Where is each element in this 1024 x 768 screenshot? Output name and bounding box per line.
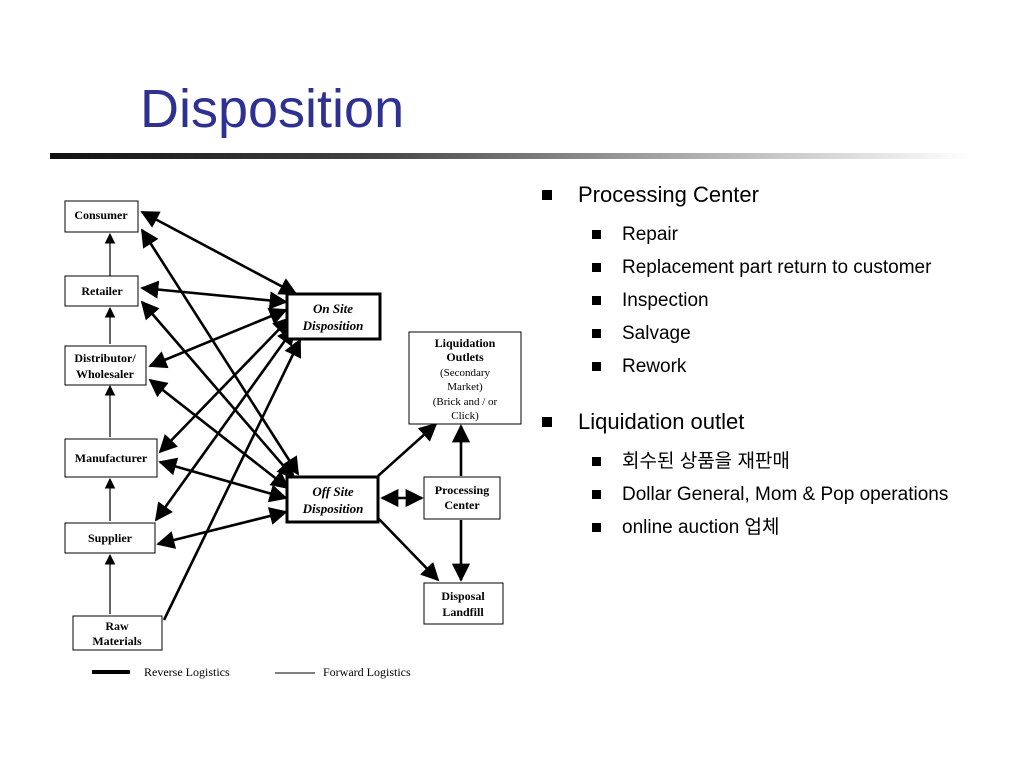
sub-bullet-label: 회수된 상품을 재판매 (622, 451, 790, 472)
node-processing-label-2: Center (444, 498, 480, 512)
node-liquidation-label-1: Liquidation (435, 336, 496, 350)
node-offsite-label-1: Off Site (312, 484, 354, 499)
node-off-site-disposition: Off Site Disposition (285, 475, 380, 524)
node-on-site-disposition: On Site Disposition (285, 292, 382, 341)
arrow-distributor-offsite (148, 378, 290, 490)
node-raw-label-1: Raw (105, 619, 129, 633)
sub-bullet: 회수된 상품을 재판매 (540, 445, 1024, 478)
node-liquidation-label-5: (Brick and / or (433, 396, 498, 408)
title-divider (50, 153, 970, 159)
sub-bullet-label: online auction 업체 (622, 517, 780, 538)
sub-bullet-label: Dollar General, Mom & Pop operations (622, 484, 949, 505)
arrow-offsite-disposal (377, 517, 440, 582)
arrow-distributor-onsite (148, 307, 288, 369)
node-disposal-label-2: Landfill (442, 605, 484, 619)
sub-bullet-label: Inspection (622, 290, 709, 311)
bullet-processing-center: Processing Center (540, 180, 1024, 210)
node-onsite-label-2: Disposition (302, 318, 364, 333)
node-disposal-label-1: Disposal (441, 589, 485, 603)
node-liquidation-label-6: Click) (451, 410, 479, 422)
node-liquidation-label-4: Market) (447, 381, 483, 393)
arrow-manufacturer-offsite (158, 457, 288, 503)
square-bullet-icon (542, 190, 552, 200)
sub-bullet-label: Repair (622, 224, 678, 245)
node-processing-label-1: Processing (435, 483, 489, 497)
legend: Reverse Logistics Forward Logistics (92, 665, 411, 679)
arrow-offsite-liquidation (377, 422, 438, 477)
node-manufacturer: Manufacturer (64, 438, 158, 478)
node-consumer: Consumer (64, 200, 139, 233)
sub-bullet-label: Replacement part return to customer (622, 257, 932, 278)
bullet-list: Processing Center Repair Replacement par… (540, 180, 1024, 544)
square-bullet-icon (542, 417, 552, 427)
node-liquidation-outlets: Liquidation Outlets (Secondary Market) (… (408, 331, 522, 425)
arrow-consumer-onsite (140, 210, 298, 296)
slide-title: Disposition (140, 79, 405, 139)
square-bullet-icon (592, 296, 601, 305)
square-bullet-icon (592, 523, 601, 532)
sub-bullet: online auction 업체 (540, 511, 1024, 544)
node-distributor-label-2: Wholesaler (76, 367, 135, 381)
node-processing-center: Processing Center (423, 476, 501, 520)
sub-bullet: Repair (540, 218, 1024, 251)
node-distributor: Distributor/ Wholesaler (64, 345, 147, 386)
arrow-retailer-onsite (140, 280, 288, 310)
off-site-arrows (140, 228, 300, 549)
square-bullet-icon (592, 362, 601, 371)
bullet-liquidation-outlet: Liquidation outlet (540, 407, 1024, 437)
node-manufacturer-label: Manufacturer (75, 451, 148, 465)
legend-reverse-label: Reverse Logistics (144, 665, 230, 679)
node-retailer-label: Retailer (81, 284, 123, 298)
sub-bullet: Dollar General, Mom & Pop operations (540, 478, 1024, 511)
bullet-label: Processing Center (578, 182, 759, 207)
node-distributor-label-1: Distributor/ (74, 351, 136, 365)
square-bullet-icon (592, 263, 601, 272)
square-bullet-icon (592, 230, 601, 239)
node-supplier-label: Supplier (88, 531, 133, 545)
node-onsite-label-1: On Site (313, 301, 353, 316)
sub-bullet-label: Rework (622, 356, 687, 377)
node-disposal-landfill: Disposal Landfill (423, 582, 504, 625)
square-bullet-icon (592, 457, 601, 466)
arrow-supplier-offsite (156, 507, 288, 549)
node-offsite-label-2: Disposition (302, 501, 364, 516)
bullet-label: Liquidation outlet (578, 409, 745, 434)
node-retailer: Retailer (64, 275, 139, 307)
sub-bullet: Replacement part return to customer (540, 251, 1024, 284)
node-supplier: Supplier (64, 522, 156, 554)
node-raw-label-2: Materials (92, 634, 142, 648)
node-consumer-label: Consumer (74, 208, 128, 222)
sub-bullet: Inspection (540, 284, 1024, 317)
arrow-consumer-offsite (140, 228, 300, 476)
node-liquidation-label-3: (Secondary (440, 367, 491, 379)
legend-forward-label: Forward Logistics (323, 665, 411, 679)
outbound-arrows (377, 422, 471, 582)
on-site-arrows (140, 210, 302, 621)
node-raw-materials: Raw Materials (72, 615, 163, 651)
sub-bullet-label: Salvage (622, 323, 691, 344)
sub-bullet: Salvage (540, 317, 1024, 350)
square-bullet-icon (592, 329, 601, 338)
sub-bullet: Rework (540, 350, 1024, 383)
node-liquidation-label-2: Outlets (446, 350, 484, 364)
arrow-supplier-onsite (154, 326, 296, 522)
square-bullet-icon (592, 490, 601, 499)
